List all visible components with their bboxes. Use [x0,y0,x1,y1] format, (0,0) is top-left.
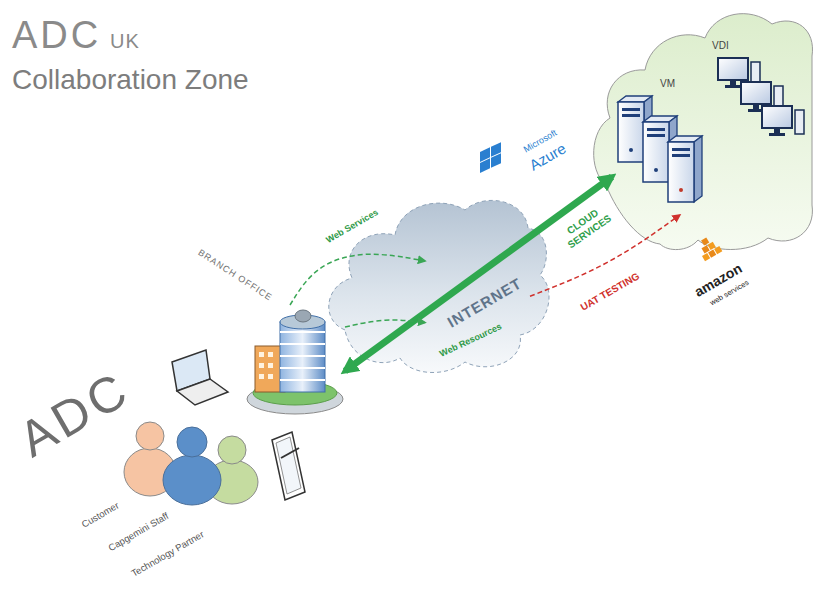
tower-band [280,379,325,381]
laptop-icon [172,350,228,405]
edge-label-holder: UAT TESTING [577,286,643,298]
label-holder: Customer [80,510,121,521]
tablet-icon [272,432,305,500]
page-title: Collaboration Zone [12,64,249,96]
monitor-base [725,85,741,88]
building-tower [280,322,325,392]
server-bay [622,108,640,111]
monitor-base [769,133,785,136]
node-text-holder: VM [660,78,675,90]
aws-cube [701,237,709,245]
tower-band [280,331,325,333]
role-label: Capgemini Staff [106,510,170,553]
server-bay [647,128,665,131]
node-label: BRANCH OFFICE [196,247,274,303]
server-bay [672,148,690,151]
node-text-holder: BRANCH OFFICE [192,270,279,280]
tablet-body [272,432,305,500]
role-label: Customer [80,500,121,530]
node-label: VDI [712,40,729,52]
aws-cube [714,246,722,254]
laptop-base [177,379,228,405]
node-label: INTERNET [444,274,525,330]
monitor-screen [741,82,771,104]
vm-group: VM [612,62,700,215]
node-text-holder: VDI [712,40,729,52]
person-head [177,427,207,457]
internet-cloud: INTERNET [425,255,530,330]
aws-cubes [695,234,722,261]
server-led [679,188,683,192]
annex-window [268,352,273,357]
person-head [136,422,164,450]
person-head [218,436,246,464]
annex-window [259,363,264,368]
pc-tower [795,110,804,134]
server-bay [622,114,640,117]
cloud-services-cloud [594,14,813,250]
node-label: VM [660,78,675,90]
server-front [618,102,644,162]
tower-band [280,343,325,345]
server-led [629,148,633,152]
server-side [694,136,702,202]
server-front [643,122,669,182]
annex-window [259,352,264,357]
aws-cube [702,253,710,261]
tablet-screen [276,437,301,494]
label-holder: UK [110,30,140,53]
label-holder: ADC [12,14,101,58]
tower-band [280,355,325,357]
aws-cube [708,250,716,258]
edge-label-holder: CLOUD SERVICES [555,215,617,238]
edge-label: Web Resources [437,321,502,359]
label-holder: Capgemini Staff [105,527,172,538]
tower-band [280,367,325,369]
azure-pane [491,153,501,168]
logo-watermark: ADC [10,360,141,469]
monitor-screen [762,106,792,128]
vdi-group: VDI [703,35,803,150]
node-text-holder: INTERNET [443,294,526,311]
server-led [654,168,658,172]
annex-window [259,374,264,379]
title-holder: Collaboration Zone [12,64,249,96]
edge-label: Web Services [324,207,380,245]
server-front [668,142,694,202]
office-node: BRANCH OFFICE [235,305,345,415]
monitor-stand [774,128,780,133]
edge-label-holder: Web Resources [437,335,504,345]
logo-suffix: UK [110,30,140,53]
azure-logo [480,142,501,173]
label-holder: ADC [16,386,134,444]
aws-cube [702,245,710,253]
edge-label: UAT TESTING [579,270,642,313]
azure-pane [480,158,490,173]
annex-window [268,374,273,379]
person-body [163,455,221,505]
monitor-stand [730,80,736,85]
people-icon [124,422,258,505]
building-icon [247,310,343,414]
label-holder: Technology Partner [127,549,209,560]
monitor-screen [718,58,748,80]
logo-text: ADC [12,14,101,58]
server-bay [647,134,665,137]
annex-window [268,363,273,368]
desktop-icon [762,106,804,136]
server-bay [672,154,690,157]
edge-label: CLOUD SERVICES [554,199,618,253]
aws-cube [708,242,716,250]
edge-label-holder: Web Services [323,221,381,231]
stylus [281,448,299,458]
tower-dome [295,310,311,322]
server-icon [668,136,702,202]
monitor-stand [753,104,759,109]
